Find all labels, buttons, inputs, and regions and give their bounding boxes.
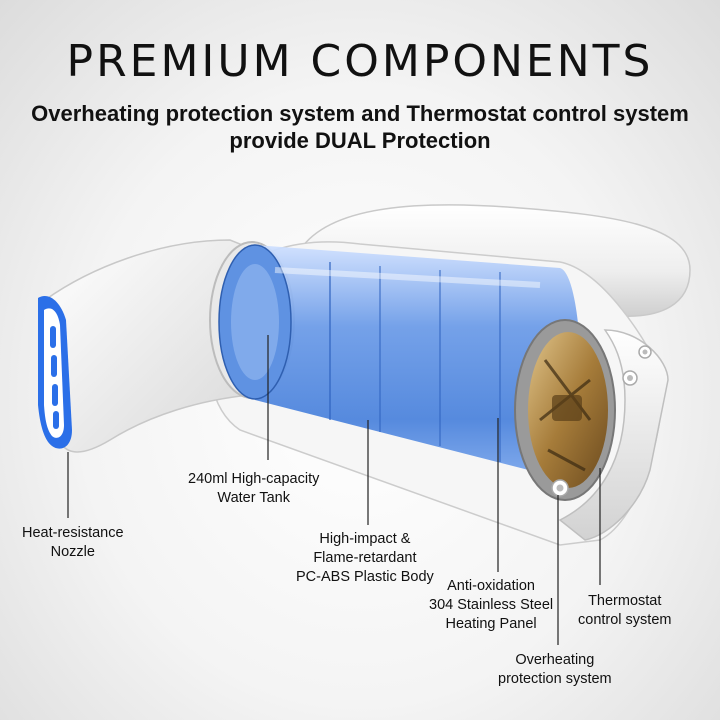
heating-chamber: [514, 319, 616, 501]
callout-overheating-line2: protection system: [498, 671, 612, 687]
callout-water-tank-line1: 240ml High-capacity: [188, 471, 320, 487]
page-title: PREMIUM COMPONENTS: [66, 36, 654, 87]
callout-thermostat-line1: Thermostat: [588, 593, 662, 609]
subtitle-line-2: provide DUAL Protection: [229, 128, 491, 153]
callout-nozzle-line2: Nozzle: [50, 544, 95, 560]
callout-overheating-line1: Overheating: [515, 652, 595, 668]
callout-thermostat-line2: control system: [578, 612, 672, 628]
nozzle-plate: [38, 296, 72, 449]
nozzle-neck: [44, 239, 256, 453]
end-cap: [558, 329, 669, 541]
callout-heating-panel: Anti-oxidation 304 Stainless Steel Heati…: [429, 577, 553, 634]
callout-nozzle-line1: Heat-resistance: [22, 525, 124, 541]
callout-thermostat: Thermostat control system: [578, 592, 671, 630]
callout-heating-panel-line2: 304 Stainless Steel: [429, 597, 554, 613]
leader-lines: [67, 335, 601, 645]
callout-overheating: Overheating protection system: [498, 651, 612, 689]
callout-water-tank: 240ml High-capacity Water Tank: [188, 470, 319, 508]
callout-heating-panel-line1: Anti-oxidation: [447, 578, 535, 594]
callout-body-line3: PC-ABS Plastic Body: [296, 569, 434, 585]
callout-nozzle: Heat-resistance Nozzle: [22, 524, 124, 562]
callout-water-tank-line2: Water Tank: [217, 490, 290, 506]
water-tank: [218, 244, 581, 478]
callout-body-line2: Flame-retardant: [313, 550, 417, 566]
callout-heating-panel-line3: Heating Panel: [445, 616, 537, 632]
callout-body: High-impact & Flame-retardant PC-ABS Pla…: [296, 530, 434, 587]
callout-body-line1: High-impact &: [319, 531, 411, 547]
subtitle-line-1: Overheating protection system and Thermo…: [31, 101, 689, 126]
